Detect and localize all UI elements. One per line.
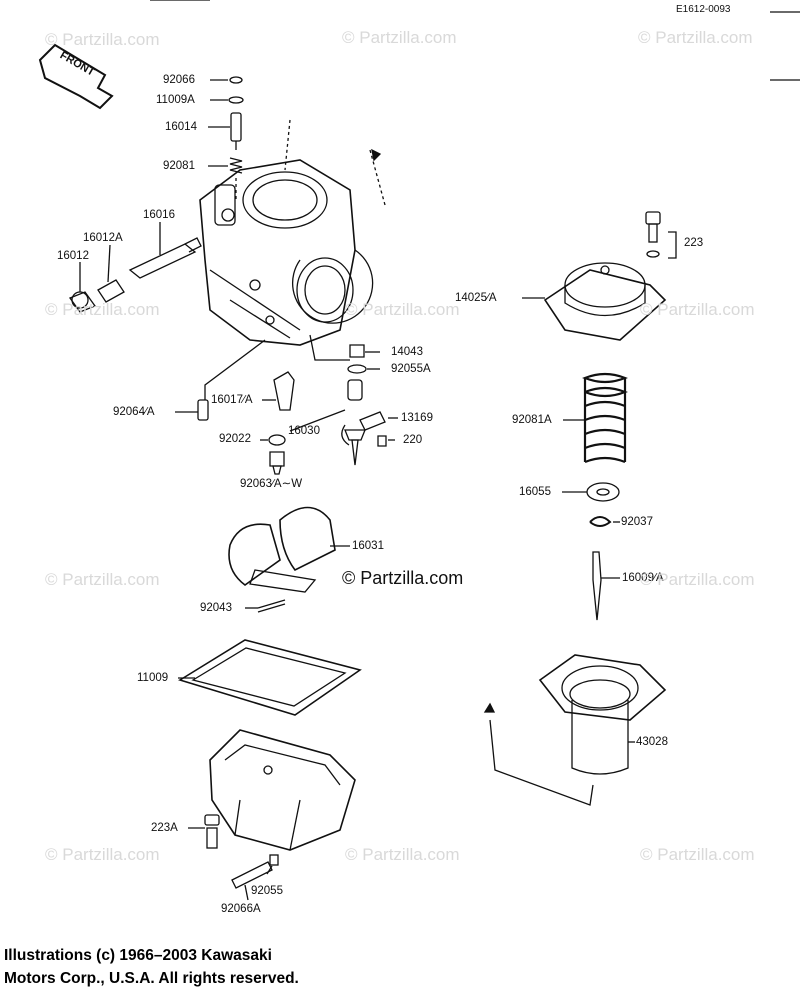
part-label: 16055: [519, 486, 551, 498]
part-label: 16012A: [83, 232, 123, 244]
part-label: 14025∕A: [455, 292, 497, 304]
part-label: 92081: [163, 160, 195, 172]
watermark-center: © Partzilla.com: [342, 568, 464, 588]
part-label: 92063∕A∼W: [240, 478, 303, 490]
part-label: 92022: [219, 433, 251, 445]
watermark: © Partzilla.com: [45, 300, 160, 319]
part-label: 223: [684, 237, 704, 249]
part-label: 92043: [200, 602, 232, 614]
part-label: 13169: [401, 412, 433, 424]
part-label: 43028: [636, 736, 668, 748]
watermark: © Partzilla.com: [640, 845, 755, 864]
part-label: 92066: [163, 74, 195, 86]
part-label: 220: [403, 434, 423, 446]
watermark: © Partzilla.com: [45, 570, 160, 589]
diagram-code: E1612-0093: [676, 4, 731, 15]
copyright-line-2: Motors Corp., U.S.A. All rights reserved…: [4, 970, 299, 987]
watermark: © Partzilla.com: [638, 28, 753, 47]
part-label: 92081A: [512, 414, 552, 426]
part-label: 11009: [137, 672, 169, 684]
part-label: 92055: [251, 885, 283, 897]
part-label: 11009A: [156, 94, 195, 106]
part-label: 16031: [352, 540, 384, 552]
part-label: 223A: [151, 822, 178, 834]
part-label: 16017∕A: [211, 394, 253, 406]
part-label: 16014: [165, 121, 197, 133]
watermark: © Partzilla.com: [345, 845, 460, 864]
part-label: 92055A: [391, 363, 431, 375]
part-label: 92064∕A: [113, 406, 155, 418]
watermark: © Partzilla.com: [345, 300, 460, 319]
watermark: © Partzilla.com: [45, 845, 160, 864]
part-label: 16016: [143, 209, 175, 221]
watermark: © Partzilla.com: [45, 30, 160, 49]
part-label: 92037: [621, 516, 653, 528]
part-label: 16012: [57, 250, 89, 262]
part-label: 16009∕A: [622, 572, 664, 584]
watermark: © Partzilla.com: [640, 570, 755, 589]
watermark: © Partzilla.com: [342, 28, 457, 47]
part-label: 92066A: [221, 903, 261, 915]
watermark: © Partzilla.com: [640, 300, 755, 319]
copyright-notice: Illustrations (c) 1966–2003 Kawasaki Mot…: [4, 944, 299, 990]
part-label: 16030: [288, 425, 320, 437]
copyright-line-1: Illustrations (c) 1966–2003 Kawasaki: [4, 947, 272, 964]
part-label: 14043: [391, 346, 423, 358]
